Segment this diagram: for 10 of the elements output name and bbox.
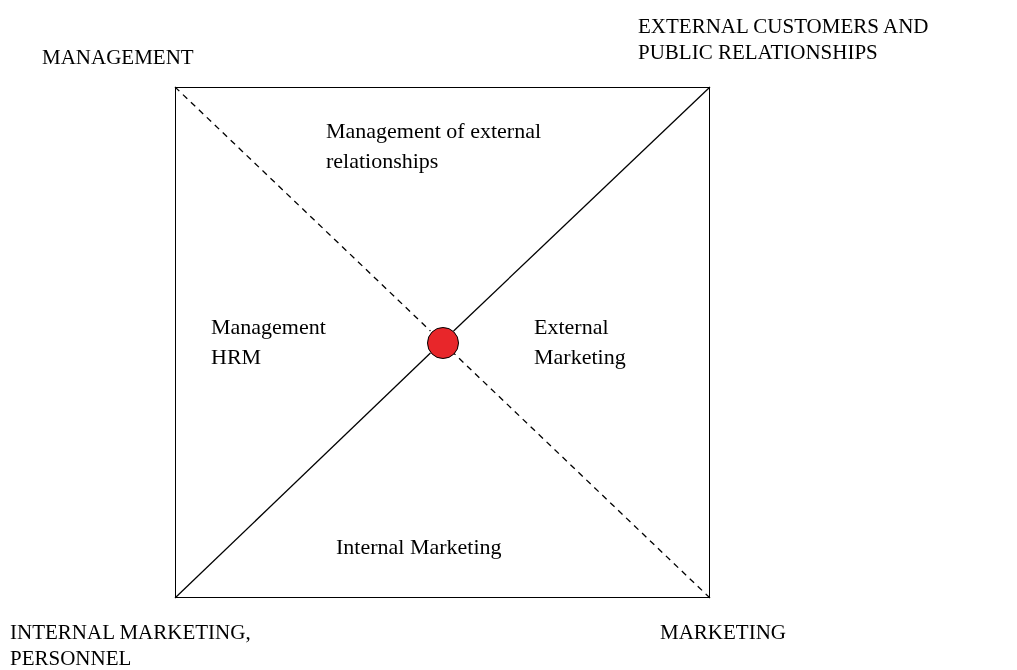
- square-frame: [175, 87, 710, 598]
- center-dot: [427, 327, 459, 359]
- dashed-line: [174, 86, 432, 332]
- diagonal-line: [452, 86, 711, 332]
- diagonal-line: [174, 352, 432, 599]
- corner-label: INTERNAL MARKETING, PERSONNEL: [10, 619, 252, 670]
- corner-label: MANAGEMENT: [42, 44, 194, 70]
- corner-label: MARKETING: [660, 619, 786, 645]
- corner-label: EXTERNAL CUSTOMERS AND PUBLIC RELATIONSHIPS: [638, 13, 930, 65]
- dashed-line: [452, 352, 711, 599]
